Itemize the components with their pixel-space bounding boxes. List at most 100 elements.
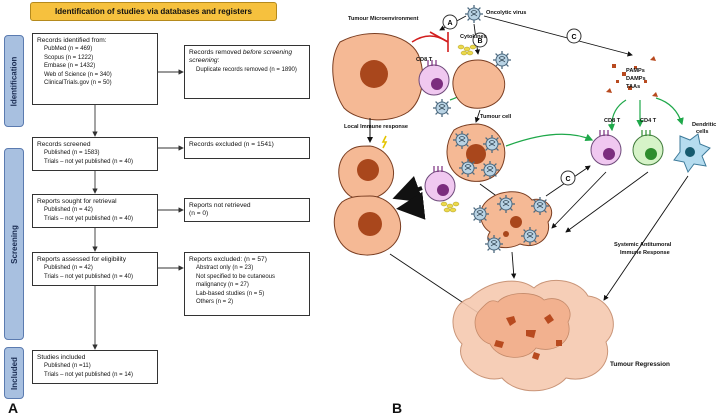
label-cd4: CD4 T — [640, 118, 657, 124]
label-regression: Tumour Regression — [610, 361, 670, 368]
green-arrow-dc — [655, 97, 684, 126]
stage-screening: Screening — [4, 148, 24, 340]
oncolytic-diagram: A B C C Tumour Microenvironment CD8 T Cy… — [332, 4, 716, 392]
not-retrieved-title: Reports not retrieved — [189, 202, 251, 209]
cytokines-cluster — [457, 44, 477, 56]
label-cytokines: Cytokines — [460, 34, 487, 40]
records-screened-box: Records screened Published (n = 1583) Tr… — [32, 137, 158, 171]
pathway-marker-a: A — [442, 14, 458, 30]
label-systemic-1: Systemic Antitumoral — [614, 242, 672, 248]
pathway-marker-b: B — [472, 32, 488, 48]
label-taas: TAAs — [626, 84, 640, 90]
retrieval-published: Published (n = 42) — [44, 207, 93, 214]
tumour-cell — [452, 59, 506, 109]
screened-published: Published (n = 1583) — [44, 150, 100, 157]
records-identified-box: Records identified from: PubMed (n = 469… — [32, 33, 158, 105]
retrieval-box: Reports sought for retrieval Published (… — [32, 194, 158, 228]
arrow-infected — [474, 109, 481, 123]
label-dendritic-cells: cells — [696, 129, 708, 135]
reason-lab: Lab-based studies (n = 5) — [196, 290, 265, 297]
reason-not-cutaneous-count: malignancy (n = 27) — [196, 282, 249, 289]
reports-excluded-box: Reports excluded: (n = 57) Abstract only… — [184, 252, 310, 316]
tme-nucleus — [360, 60, 388, 88]
pathway-marker-c-top: C — [566, 28, 582, 44]
arrow-c-top — [483, 15, 633, 57]
green-arrow-cd8 — [607, 99, 627, 132]
virus-released-2 — [496, 194, 516, 214]
inhibition-arc — [411, 35, 449, 43]
included-trials: Trials – not yet published (n = 14) — [44, 371, 133, 378]
label-local: Local Immune response — [344, 124, 408, 130]
lightning-icon — [381, 135, 388, 149]
label-dendritic: Dendritic — [692, 122, 716, 128]
virus-in-2 — [482, 134, 502, 154]
green-arrow-to-tcells — [505, 133, 594, 147]
regression-debris — [494, 314, 562, 360]
records-removed-box: Records removed before screening screeni… — [184, 45, 310, 99]
kill-arrow-1 — [392, 176, 424, 203]
cd8-t-cell-top — [418, 59, 450, 96]
not-retrieved-count: (n = 0) — [189, 210, 209, 218]
stage-identification: Identification — [4, 35, 24, 127]
label-pamps: PAMPs — [626, 68, 645, 74]
label-damps: DAMPs — [626, 76, 646, 82]
source-pubmed: PubMed (n = 469) — [44, 46, 93, 53]
eligibility-trials: Trials – not yet published (n = 40) — [44, 273, 133, 280]
source-scopus: Scopus (n = 1222) — [44, 54, 94, 61]
virus-released-5 — [484, 234, 504, 254]
svg-text:C: C — [571, 34, 576, 41]
screened-trials: Trials – not yet published (n = 40) — [44, 158, 133, 165]
eligibility-box: Reports assessed for eligibility Publish… — [32, 252, 158, 286]
label-tme: Tumour Microenvironment — [348, 16, 419, 22]
stage-included: Included — [4, 347, 24, 399]
excluded-title: Records excluded (n = 1541) — [189, 141, 274, 148]
virus-near-tme — [432, 98, 452, 118]
eligibility-title: Reports assessed for eligibility — [37, 256, 127, 263]
panel-b-label: B — [392, 400, 403, 416]
inhibition-mark — [429, 31, 449, 52]
virus-top — [464, 4, 484, 24]
cd4-t-cell — [632, 130, 664, 166]
label-cd8-right: CD8 T — [604, 118, 621, 124]
arrow-lysis-to-regression — [510, 251, 517, 279]
label-systemic-2: Immune Response — [620, 250, 670, 256]
eligibility-published: Published (n = 42) — [44, 265, 93, 272]
virus-released-4 — [520, 226, 540, 246]
damp-debris — [606, 56, 658, 97]
source-clinicaltrials: ClinicalTrials.gov (n = 50) — [44, 80, 112, 87]
label-cd8-top: CD8 T — [416, 57, 433, 63]
virus-binding — [492, 50, 512, 70]
source-embase: Embase (n = 1432) — [44, 63, 96, 70]
reason-abstract: Abstract only (n = 23) — [196, 265, 254, 272]
included-title: Studies included — [37, 354, 86, 361]
retrieval-trials: Trials – not yet published (n = 40) — [44, 215, 133, 222]
prisma-arrows — [92, 69, 184, 350]
records-identified-title: Records identified from: — [37, 37, 107, 44]
kill-arrow-2 — [396, 191, 426, 220]
removed-duplicates: Duplicate records removed (n = 1890) — [196, 66, 297, 73]
svg-text:A: A — [447, 20, 452, 27]
local-cytokines — [440, 201, 460, 213]
retrieval-title: Reports sought for retrieval — [37, 198, 117, 205]
cd8-t-cell-local — [424, 165, 456, 202]
source-wos: Web of Science (n = 340) — [44, 71, 112, 78]
reason-not-cutaneous: Not specified to be cutaneous — [196, 273, 276, 280]
virus-in-3 — [458, 158, 478, 178]
virus-released-1 — [470, 204, 490, 224]
virus-released-3 — [530, 196, 550, 216]
not-retrieved-box: Reports not retrieved (n = 0) — [184, 198, 310, 222]
reports-excluded-title: Reports excluded: (n = 57) — [189, 256, 267, 263]
arrow-systemic-to-regression — [603, 175, 689, 301]
reason-others: Others (n = 2) — [196, 299, 234, 306]
pathway-marker-c-lower: C — [560, 170, 576, 186]
records-excluded-box: Records excluded (n = 1541) — [184, 137, 310, 159]
included-published: Published (n =11) — [44, 363, 91, 370]
cd8-t-cell-right — [590, 129, 622, 166]
virus-in-1 — [452, 130, 472, 150]
dendritic-cell — [673, 133, 711, 174]
label-virus: Oncolytic virus — [486, 10, 526, 16]
label-tumour-cell: Tumour cell — [480, 114, 512, 120]
removed-title-em: before screening — [242, 49, 293, 56]
arrow-cd8-to-lysed — [551, 171, 607, 229]
panel-a-label: A — [8, 400, 19, 416]
